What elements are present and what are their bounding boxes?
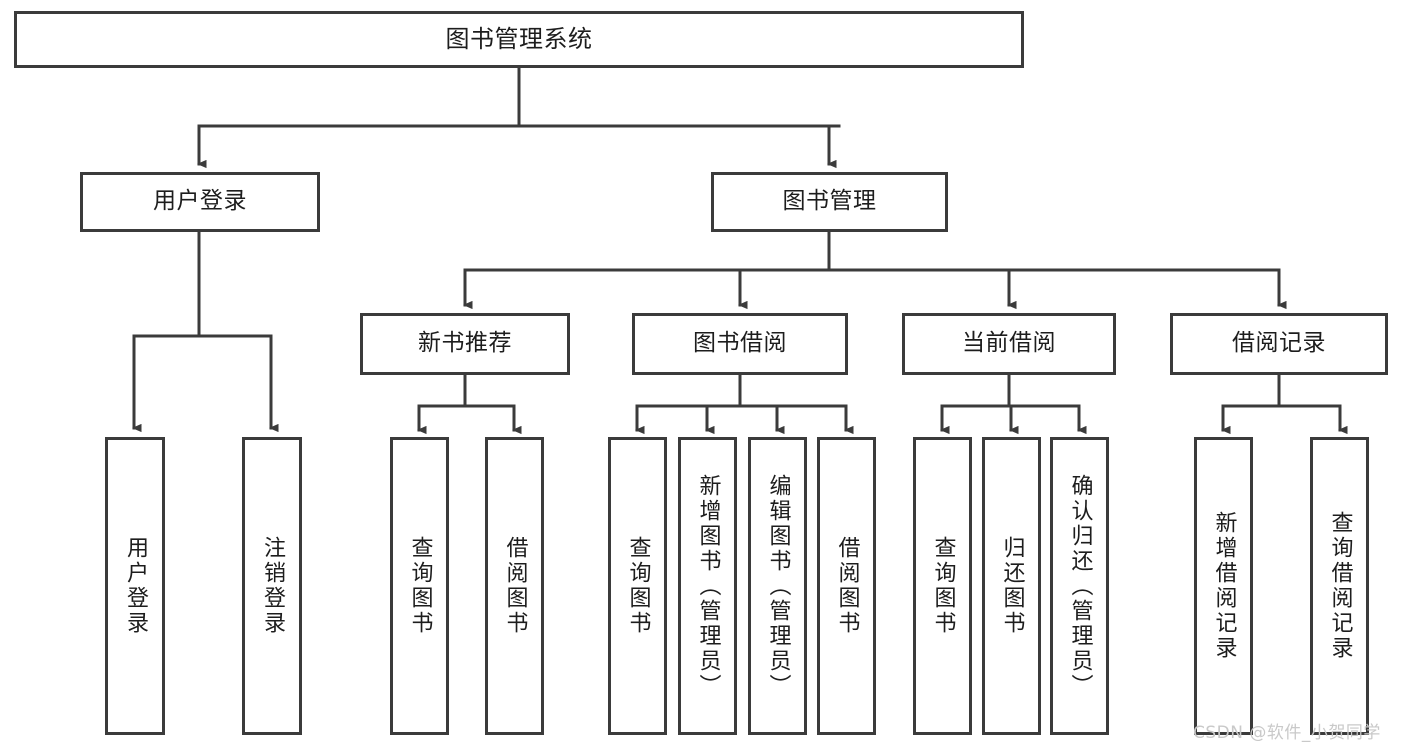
leaf-book-borrow-2-label: 编辑图书（管理员） [765, 473, 791, 699]
node-book-borrow-label: 图书借阅 [693, 330, 787, 357]
leaf-new-book-recommend-0-label: 查询图书 [407, 536, 433, 636]
leaf-current-borrow-1[interactable]: 归还图书 [982, 437, 1041, 735]
leaf-user-login-1-label: 注销登录 [259, 536, 285, 636]
leaf-user-login-1[interactable]: 注销登录 [242, 437, 302, 735]
node-new-book-recommend[interactable]: 新书推荐 [360, 313, 570, 375]
leaf-user-login-0[interactable]: 用户登录 [105, 437, 165, 735]
leaf-current-borrow-0-label: 查询图书 [930, 536, 956, 636]
node-borrow-record[interactable]: 借阅记录 [1170, 313, 1388, 375]
node-user-login-label: 用户登录 [153, 188, 247, 215]
leaf-user-login-0-label: 用户登录 [122, 536, 148, 636]
node-root[interactable]: 图书管理系统 [14, 11, 1024, 68]
leaf-book-borrow-0-label: 查询图书 [625, 536, 651, 636]
leaf-current-borrow-1-label: 归还图书 [999, 536, 1025, 636]
leaf-book-borrow-3[interactable]: 借阅图书 [817, 437, 876, 735]
leaf-borrow-record-1[interactable]: 查询借阅记录 [1310, 437, 1369, 735]
leaf-current-borrow-0[interactable]: 查询图书 [913, 437, 972, 735]
leaf-current-borrow-2-label: 确认归还（管理员） [1067, 473, 1093, 699]
leaf-new-book-recommend-1[interactable]: 借阅图书 [485, 437, 544, 735]
leaf-current-borrow-2[interactable]: 确认归还（管理员） [1050, 437, 1109, 735]
node-current-borrow-label: 当前借阅 [962, 330, 1056, 357]
leaf-book-borrow-1[interactable]: 新增图书（管理员） [678, 437, 737, 735]
node-book-manage-label: 图书管理 [782, 188, 877, 215]
leaf-book-borrow-1-label: 新增图书（管理员） [695, 473, 721, 699]
leaf-borrow-record-0[interactable]: 新增借阅记录 [1194, 437, 1253, 735]
node-borrow-record-label: 借阅记录 [1232, 330, 1326, 357]
node-book-manage[interactable]: 图书管理 [711, 172, 948, 232]
node-book-borrow[interactable]: 图书借阅 [632, 313, 848, 375]
node-user-login[interactable]: 用户登录 [80, 172, 320, 232]
leaf-book-borrow-3-label: 借阅图书 [834, 536, 860, 636]
leaf-new-book-recommend-1-label: 借阅图书 [502, 536, 528, 636]
node-new-book-recommend-label: 新书推荐 [418, 330, 512, 357]
node-root-label: 图书管理系统 [445, 25, 593, 54]
node-current-borrow[interactable]: 当前借阅 [902, 313, 1116, 375]
leaf-borrow-record-0-label: 新增借阅记录 [1211, 511, 1237, 661]
leaf-new-book-recommend-0[interactable]: 查询图书 [390, 437, 449, 735]
leaf-borrow-record-1-label: 查询借阅记录 [1327, 511, 1353, 661]
leaf-book-borrow-2[interactable]: 编辑图书（管理员） [748, 437, 807, 735]
leaf-book-borrow-0[interactable]: 查询图书 [608, 437, 667, 735]
